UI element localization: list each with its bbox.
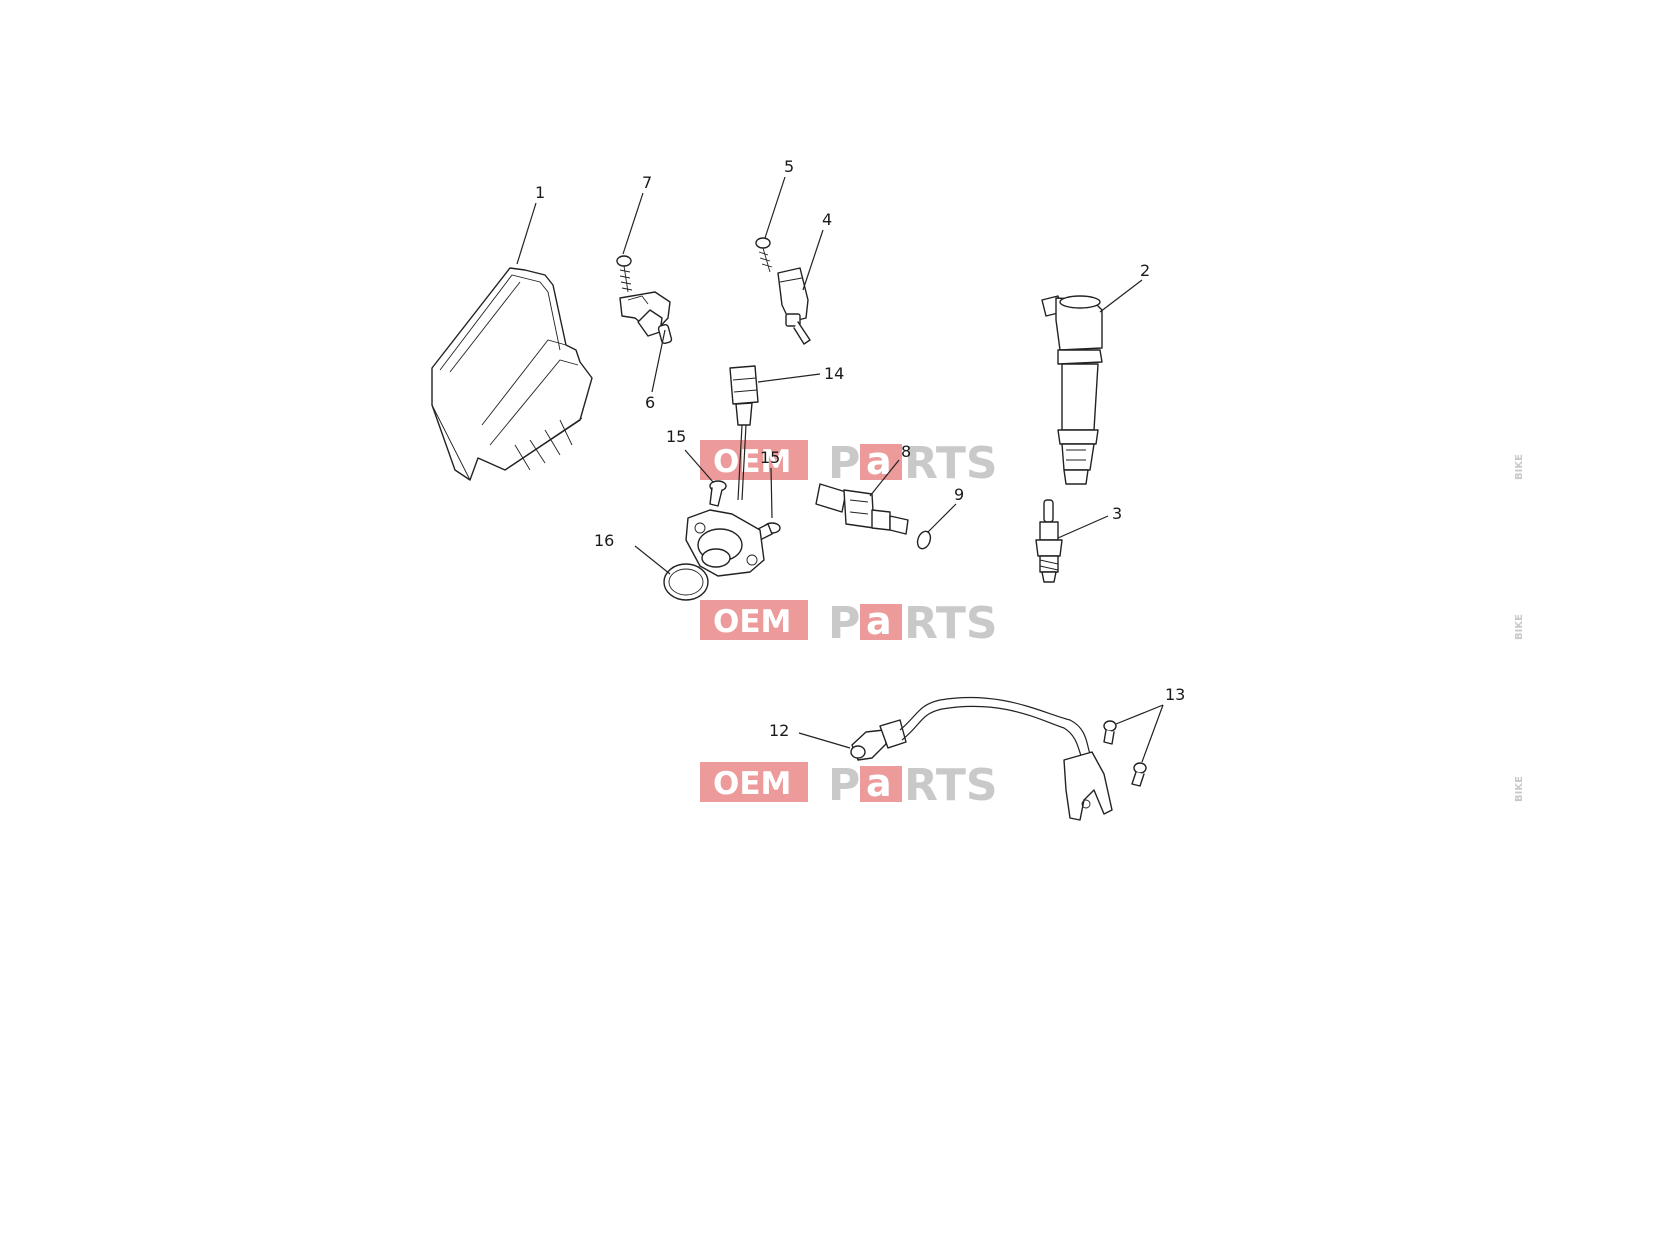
svg-text:a: a [866, 439, 892, 483]
part-9-washer [916, 530, 932, 550]
part-4-sensor [777, 267, 811, 345]
part-5-screw [755, 237, 773, 273]
part-14-sensor-body [685, 509, 765, 577]
part-15-bolt-b [755, 522, 781, 541]
svg-text:RTS: RTS [904, 760, 998, 811]
part-16-o-ring [663, 563, 709, 601]
svg-text:BIKE: BIKE [1514, 454, 1525, 480]
svg-text:OEM: OEM [713, 444, 791, 480]
callout-4: 4 [822, 210, 832, 229]
callout-5: 5 [784, 157, 794, 176]
callout-8: 8 [901, 442, 911, 461]
callout-14: 14 [824, 364, 844, 383]
svg-text:OEM: OEM [713, 604, 791, 640]
svg-text:OEM: OEM [713, 766, 791, 802]
callout-6: 6 [645, 393, 655, 412]
svg-text:RTS: RTS [904, 438, 998, 489]
watermark-oem-bike-parts-top: OEM BIKE P a RTS [700, 438, 1525, 489]
part-12-lead [850, 696, 1113, 821]
part-2-ignition-coil [1041, 295, 1103, 485]
svg-text:BIKE: BIKE [1514, 776, 1525, 802]
callout-12: 12 [769, 721, 789, 740]
svg-text:a: a [866, 761, 892, 805]
svg-text:P: P [828, 760, 860, 811]
part-7-screw [616, 255, 633, 293]
part-13-bolt-a [1103, 720, 1117, 745]
callout-leader-lines [516, 176, 1164, 763]
svg-text:RTS: RTS [904, 598, 998, 649]
svg-text:a: a [866, 599, 892, 643]
part-14-connector [729, 365, 759, 501]
callout-15-left: 15 [666, 427, 686, 446]
callout-3: 3 [1112, 504, 1122, 523]
callout-15-right: 15 [760, 448, 780, 467]
callout-9: 9 [954, 485, 964, 504]
callout-13: 13 [1165, 685, 1185, 704]
callout-numbers: 1 7 5 4 2 6 14 15 15 8 9 3 16 12 13 [535, 157, 1185, 740]
callout-7: 7 [642, 173, 652, 192]
watermark-oem-bike-parts-bottom: OEM BIKE P a RTS [700, 760, 1525, 811]
part-15-bolt-a [709, 480, 727, 507]
watermark-oem-bike-parts-middle: OEM BIKE P a RTS [700, 598, 1525, 649]
svg-text:P: P [828, 438, 860, 489]
part-1-ecu [431, 267, 593, 481]
callout-1: 1 [535, 183, 545, 202]
part-6-sensor [619, 291, 673, 345]
part-13-bolt-b [1131, 762, 1147, 787]
part-8-sensor [815, 483, 909, 535]
part-3-spark-plug [1035, 499, 1063, 583]
svg-text:P: P [828, 598, 860, 649]
callout-16: 16 [594, 531, 614, 550]
svg-text:BIKE: BIKE [1514, 614, 1525, 640]
callout-2: 2 [1140, 261, 1150, 280]
